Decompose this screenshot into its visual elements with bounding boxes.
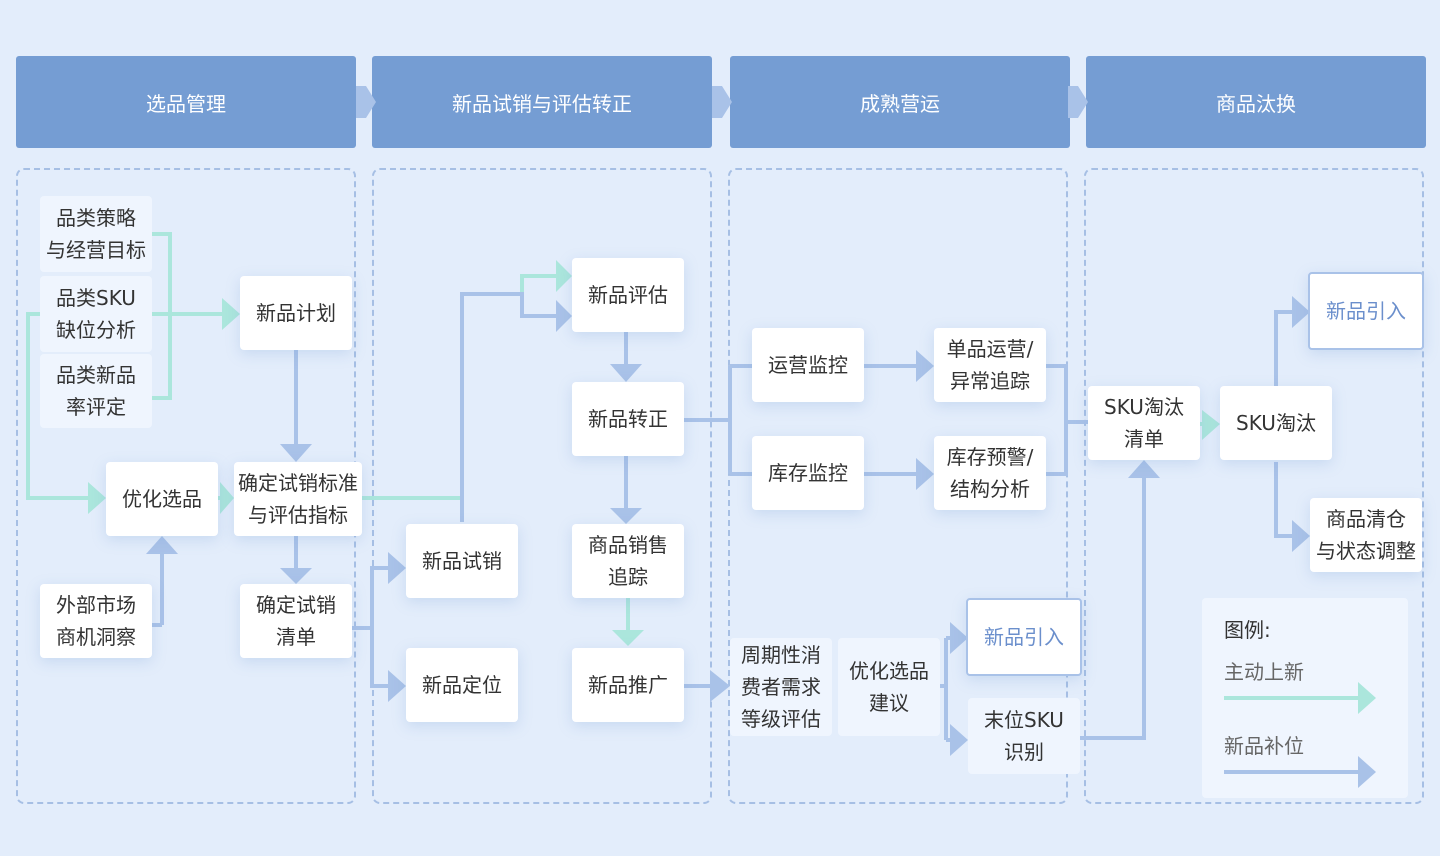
stage-label: 选品管理	[146, 91, 226, 116]
node-optimize-selection[interactable]: 优化选品	[106, 462, 218, 536]
node-label: 商品清仓 与状态调整	[1316, 507, 1416, 563]
node-market-insight[interactable]: 外部市场 商机洞察	[40, 584, 152, 658]
node-new-intro-1[interactable]: 新品引入	[966, 598, 1082, 676]
node-label: SKU淘汰	[1236, 411, 1316, 435]
node-label: SKU淘汰 清单	[1104, 395, 1184, 451]
node-label: 单品运营/ 异常追踪	[946, 337, 1034, 393]
node-label: 优化选品	[122, 487, 202, 511]
legend-arrow-blue	[1224, 756, 1376, 788]
legend-arrow-teal	[1224, 682, 1376, 714]
node-single-ops[interactable]: 单品运营/ 异常追踪	[934, 328, 1046, 402]
legend-title: 图例:	[1224, 618, 1271, 642]
node-optimize-suggest[interactable]: 优化选品 建议	[838, 638, 940, 736]
stage-header-selection: 选品管理	[16, 56, 356, 148]
node-new-promotion[interactable]: 新品推广	[572, 648, 684, 722]
node-stock-monitor[interactable]: 库存监控	[752, 436, 864, 510]
arrowhead	[710, 670, 730, 702]
node-new-evaluation[interactable]: 新品评估	[572, 258, 684, 332]
lane-trial	[372, 168, 712, 804]
legend-label-fill: 新品补位	[1224, 734, 1304, 758]
legend-label-active: 主动上新	[1224, 660, 1304, 684]
node-label: 商品销售 追踪	[588, 533, 668, 589]
stage-header-mature: 成熟营运	[730, 56, 1070, 148]
node-new-intro-2[interactable]: 新品引入	[1308, 272, 1424, 350]
stage-header-trial: 新品试销与评估转正	[372, 56, 712, 148]
node-new-trial[interactable]: 新品试销	[406, 524, 518, 598]
node-demand-eval[interactable]: 周期性消 费者需求 等级评估	[730, 638, 832, 736]
node-new-positioning[interactable]: 新品定位	[406, 648, 518, 722]
node-label: 周期性消 费者需求 等级评估	[741, 643, 821, 731]
stage-label: 新品试销与评估转正	[452, 91, 632, 116]
node-label: 末位SKU 识别	[984, 708, 1064, 764]
node-new-product-plan[interactable]: 新品计划	[240, 276, 352, 350]
node-label: 品类新品 率评定	[56, 363, 136, 419]
node-sku-elim-list[interactable]: SKU淘汰 清单	[1088, 386, 1200, 460]
legend: 图例: 主动上新 新品补位	[1202, 598, 1408, 798]
node-category-new-rate[interactable]: 品类新品 率评定	[40, 354, 152, 428]
node-label: 运营监控	[768, 353, 848, 377]
node-ops-monitor[interactable]: 运营监控	[752, 328, 864, 402]
node-category-sku-gap[interactable]: 品类SKU 缺位分析	[40, 276, 152, 352]
node-trial-criteria[interactable]: 确定试销标准 与评估指标	[234, 462, 362, 536]
node-category-strategy[interactable]: 品类策略 与经营目标	[40, 196, 152, 272]
node-label: 新品引入	[984, 625, 1064, 649]
node-sales-tracking[interactable]: 商品销售 追踪	[572, 524, 684, 598]
node-label: 确定试销标准 与评估指标	[238, 471, 358, 527]
node-label: 新品定位	[422, 673, 502, 697]
node-label: 新品计划	[256, 301, 336, 325]
stage-label: 商品汰换	[1216, 91, 1296, 116]
stage-label: 成熟营运	[860, 91, 940, 116]
node-label: 确定试销 清单	[256, 593, 336, 649]
node-label: 外部市场 商机洞察	[56, 593, 136, 649]
node-label: 新品引入	[1326, 299, 1406, 323]
lane-mature	[728, 168, 1068, 804]
node-label: 新品试销	[422, 549, 502, 573]
node-label: 品类SKU 缺位分析	[56, 286, 136, 342]
node-tail-sku[interactable]: 末位SKU 识别	[968, 698, 1080, 774]
node-label: 品类策略 与经营目标	[46, 206, 146, 262]
node-new-confirm[interactable]: 新品转正	[572, 382, 684, 456]
node-stock-warning[interactable]: 库存预警/ 结构分析	[934, 436, 1046, 510]
node-clearance[interactable]: 商品清仓 与状态调整	[1310, 498, 1422, 572]
stage-header-replace: 商品汰换	[1086, 56, 1426, 148]
node-label: 库存监控	[768, 461, 848, 485]
node-label: 库存预警/ 结构分析	[946, 445, 1034, 501]
node-label: 新品推广	[588, 673, 668, 697]
node-label: 新品评估	[588, 283, 668, 307]
node-trial-list[interactable]: 确定试销 清单	[240, 584, 352, 658]
node-sku-elim[interactable]: SKU淘汰	[1220, 386, 1332, 460]
node-label: 优化选品 建议	[849, 659, 929, 715]
node-label: 新品转正	[588, 407, 668, 431]
